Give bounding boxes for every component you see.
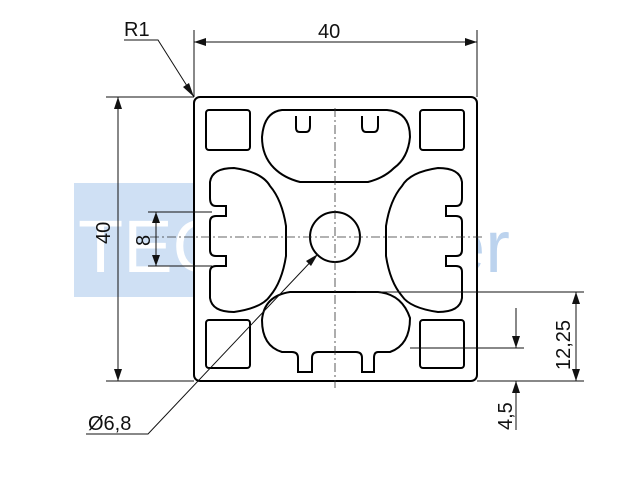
- top-slot-cavity: [260, 109, 412, 183]
- dimension-slot-depth: 12,25: [356, 291, 584, 382]
- right-slot-cavity: [385, 166, 463, 314]
- height-label: 40: [93, 222, 115, 244]
- width-label: 40: [318, 21, 340, 43]
- profile-section: [193, 96, 478, 382]
- dimension-width: 40: [193, 21, 478, 97]
- corner-cavity-bottom-right: [419, 319, 465, 369]
- slot-depth-label: 12,25: [553, 320, 575, 370]
- left-slot-cavity: [209, 166, 287, 314]
- radius-label: R1: [124, 19, 150, 41]
- bore-label: Ø6,8: [88, 413, 131, 435]
- corner-cavity-top-left: [205, 109, 251, 151]
- bottom-slot-cavity: [260, 291, 412, 373]
- dimension-slot-width: 8: [133, 211, 212, 267]
- dimension-radius: R1: [124, 19, 195, 98]
- corner-cavity-bottom-left: [205, 319, 251, 369]
- wall-label: 4,5: [495, 402, 517, 430]
- dimension-bore: Ø6,8: [86, 253, 319, 435]
- corner-cavity-top-right: [419, 109, 465, 151]
- dimension-wall: 4,5: [410, 308, 524, 430]
- center-lines: [150, 108, 482, 388]
- slot-width-label: 8: [133, 235, 155, 246]
- dimension-height: 40: [93, 96, 194, 382]
